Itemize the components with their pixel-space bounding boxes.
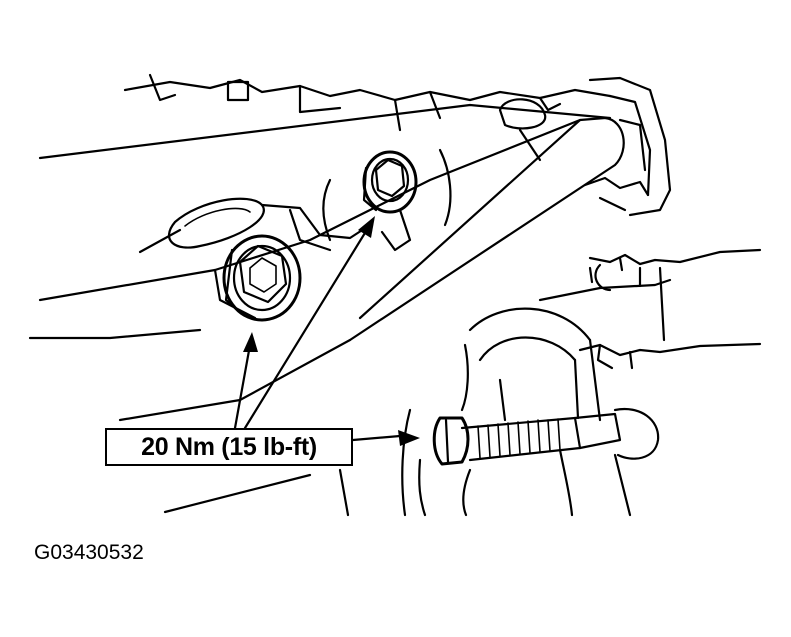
right-casting xyxy=(583,76,672,217)
bracket-slot xyxy=(138,197,265,254)
flange-nut-large xyxy=(222,234,302,322)
lower-mount xyxy=(163,307,632,517)
flange-nut-small xyxy=(362,150,418,214)
right-shaft xyxy=(538,248,762,370)
callout-leaders xyxy=(233,216,420,446)
mid-structure xyxy=(213,148,452,320)
torque-spec-label: 20 Nm (15 lb-ft) xyxy=(105,428,353,466)
figure-code: G03430532 xyxy=(34,541,144,564)
mount-bolt xyxy=(432,407,660,466)
diagonal-arm xyxy=(28,103,625,422)
